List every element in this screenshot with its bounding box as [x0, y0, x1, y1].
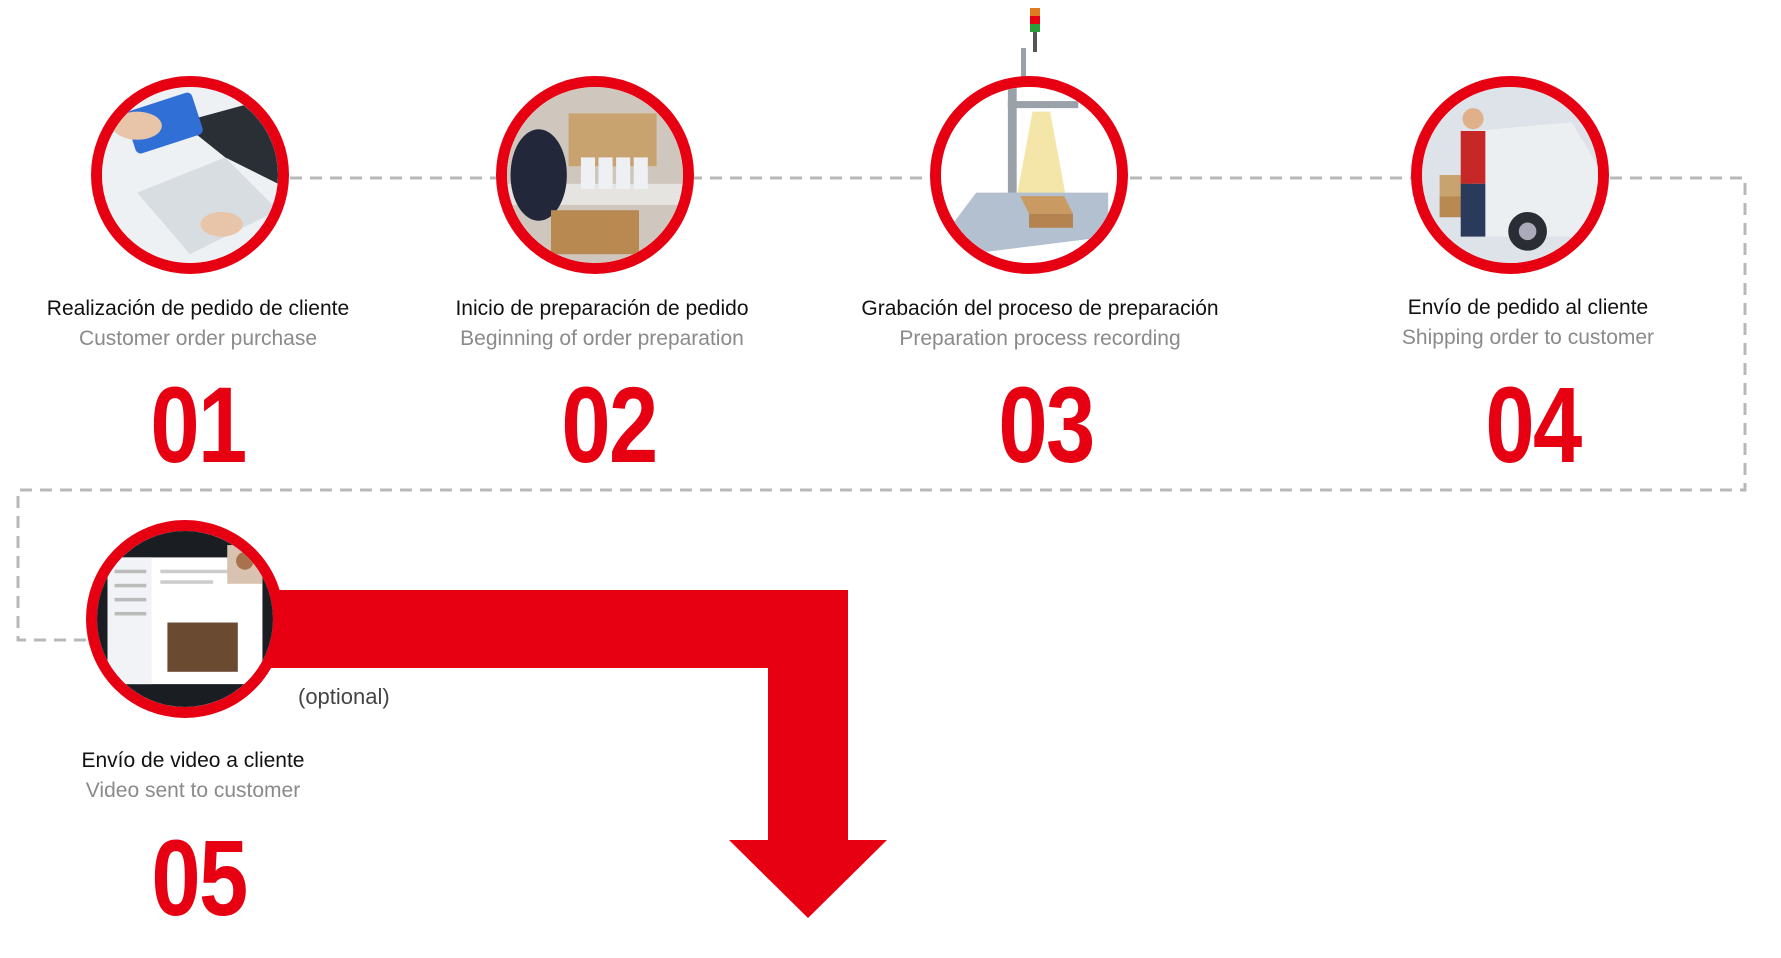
step-4-title-es: Envío de pedido al cliente — [1407, 296, 1649, 319]
step-3-title-en: Preparation process recording — [899, 327, 1181, 350]
step-1-title-en: Customer order purchase — [78, 327, 318, 350]
step-3-image — [930, 76, 1128, 274]
step-1-image — [91, 76, 289, 274]
video-email-icon — [97, 531, 273, 707]
step-1-number: 01 — [150, 364, 247, 485]
step-2-number: 02 — [561, 364, 658, 485]
step-4-image — [1411, 76, 1609, 274]
signal-tower-icon — [1021, 8, 1040, 88]
step-3-number: 03 — [998, 364, 1095, 485]
step-1-title-es: Realización de pedido de cliente — [46, 297, 350, 320]
packing-boxes-icon — [507, 87, 683, 263]
step-4-number: 04 — [1485, 364, 1582, 485]
step-5-title-es: Envío de video a cliente — [81, 749, 305, 772]
step-2-image — [496, 76, 694, 274]
card-laptop-icon — [102, 87, 278, 263]
red-arrow — [265, 590, 887, 918]
step-4-title-en: Shipping order to customer — [1401, 326, 1655, 349]
optional-note: (optional) — [298, 684, 390, 709]
step-5-image — [86, 520, 284, 718]
step-2-title-es: Inicio de preparación de pedido — [455, 297, 749, 320]
dashed-flow-path — [16, 176, 1747, 642]
delivery-van-icon — [1422, 87, 1598, 263]
step-5-title-en: Video sent to customer — [85, 779, 301, 802]
camera-stand-icon — [941, 87, 1117, 263]
step-5-number: 05 — [151, 817, 248, 938]
step-3-title-es: Grabación del proceso de preparación — [861, 297, 1219, 320]
step-2-title-en: Beginning of order preparation — [460, 327, 744, 350]
